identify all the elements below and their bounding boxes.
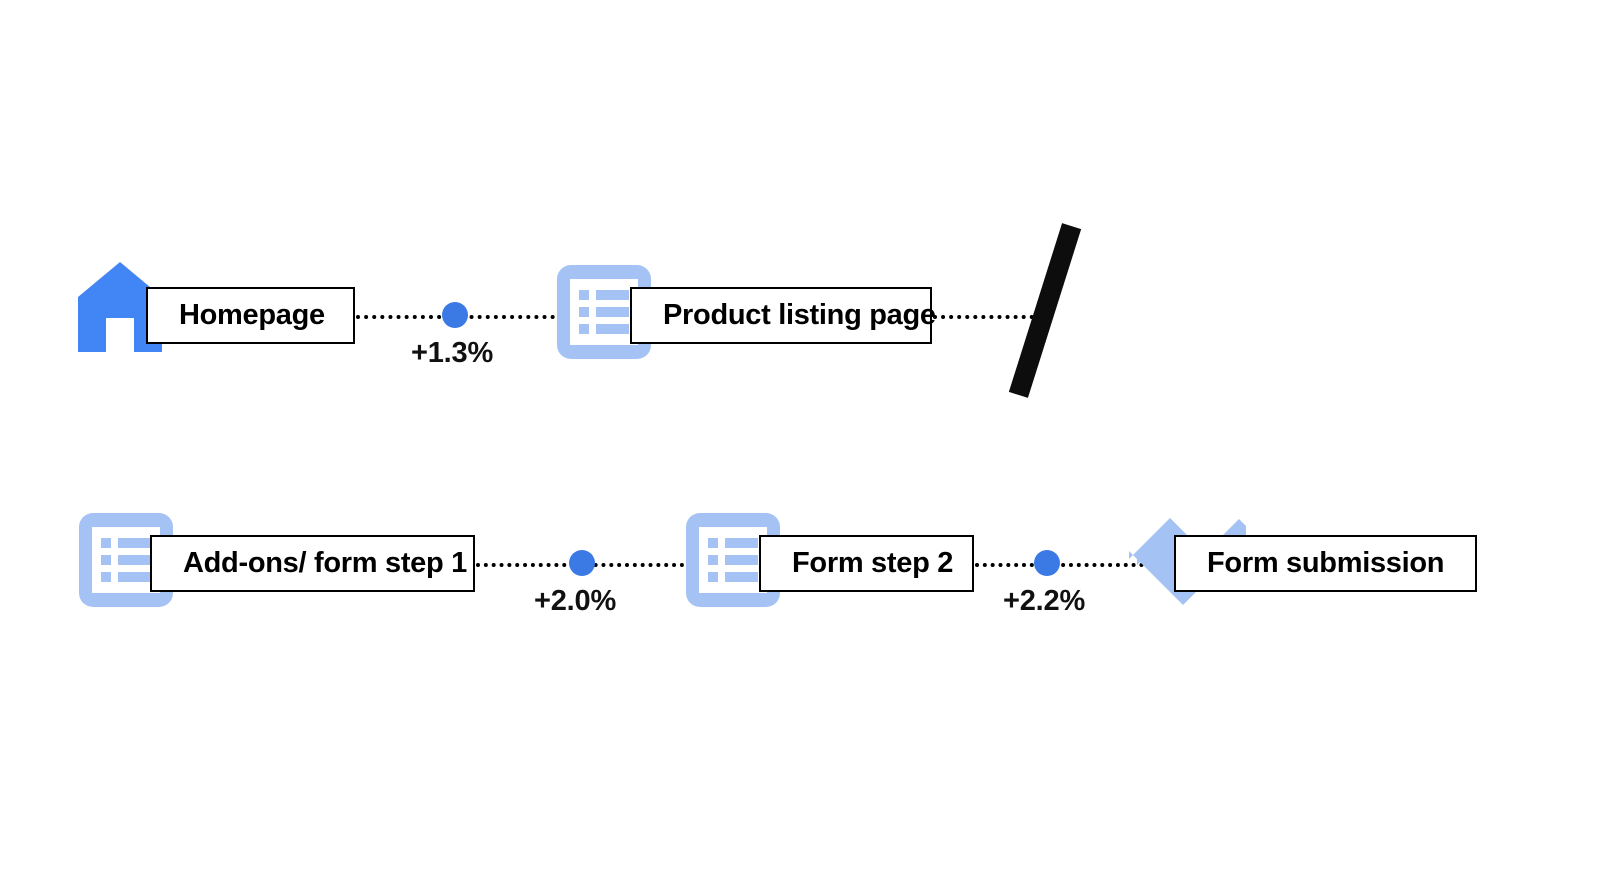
list-icon-row (579, 323, 629, 334)
list-icon-sheet (570, 279, 638, 345)
list-icon-bullet (101, 554, 112, 565)
step-label-text: Form submission (1207, 547, 1445, 579)
step-dot-form-step-2-to-submission[interactable] (1034, 550, 1060, 576)
step-label-product-listing-page[interactable]: Product listing page (630, 287, 936, 344)
step-label-form-step-2[interactable]: Form step 2 (759, 535, 974, 592)
list-icon-bar (118, 571, 151, 582)
step-label-text: Product listing page (663, 299, 936, 331)
step-label-text: Form step 2 (792, 547, 954, 579)
delta-label-form-step-2-to-submission: +2.2% (1003, 585, 1086, 617)
step-label-text: Homepage (179, 299, 325, 331)
list-icon-sheet (92, 527, 160, 593)
delta-label-add-ons-to-form-step-2: +2.0% (534, 585, 617, 617)
house-icon (78, 262, 162, 352)
list-icon-bullet (101, 537, 112, 548)
list-icon-bar (725, 571, 758, 582)
list-icon-row (101, 571, 151, 582)
list-icon-row (101, 537, 151, 548)
list-icon-row (101, 554, 151, 565)
list-icon-row (579, 306, 629, 317)
connector-product-listing-to-break (933, 315, 1050, 319)
list-icon-bullet (579, 289, 590, 300)
list-icon-bar (725, 537, 758, 548)
step-label-form-submission[interactable]: Form submission (1174, 535, 1477, 592)
list-icon-bullet (708, 571, 719, 582)
step-label-homepage[interactable]: Homepage (146, 287, 355, 344)
list-icon-bullet (101, 571, 112, 582)
list-icon-bar (596, 289, 629, 300)
list-icon-bullet (579, 323, 590, 334)
list-icon-bullet (708, 537, 719, 548)
step-dot-add-ons-to-form-step-2[interactable] (569, 550, 595, 576)
list-icon-bullet (708, 554, 719, 565)
list-icon-bullet (579, 306, 590, 317)
list-icon-bar (596, 323, 629, 334)
list-icon-sheet (699, 527, 767, 593)
list-icon-row (708, 537, 758, 548)
step-label-add-ons-form-step-1[interactable]: Add-ons/ form step 1 (150, 535, 475, 592)
step-label-text: Add-ons/ form step 1 (183, 547, 468, 579)
list-icon-bar (118, 537, 151, 548)
list-icon-bar (725, 554, 758, 565)
connector-form-step-2-to-submission (975, 563, 1175, 567)
list-icon-row (708, 571, 758, 582)
list-icon-bar (118, 554, 151, 565)
list-icon-row (708, 554, 758, 565)
step-dot-homepage-to-product-listing[interactable] (442, 302, 468, 328)
list-icon-row (579, 289, 629, 300)
delta-label-homepage-to-product-listing: +1.3% (411, 337, 494, 369)
list-icon-bar (596, 306, 629, 317)
slash-icon (1008, 223, 1082, 398)
